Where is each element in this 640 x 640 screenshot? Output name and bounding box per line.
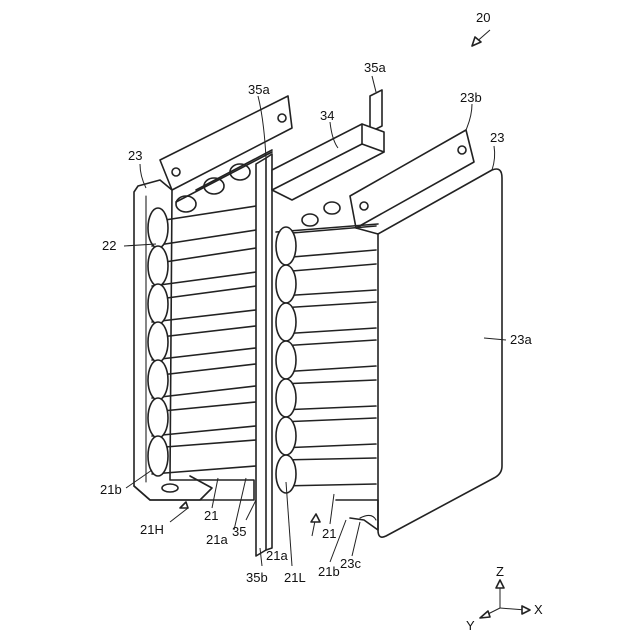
label-23-right: 23: [490, 130, 504, 145]
label-21H: 21H: [140, 522, 164, 537]
label-21a-mid: 21a: [266, 548, 288, 563]
label-21a-left: 21a: [206, 532, 228, 547]
figure-number-label: 20: [476, 10, 490, 25]
label-22: 22: [102, 238, 116, 253]
label-21b-left: 21b: [100, 482, 122, 497]
label-21b-right: 21b: [318, 564, 340, 579]
label-35a-top: 35a: [364, 60, 386, 75]
label-35b: 35b: [246, 570, 268, 585]
left-cell-stack: [148, 150, 272, 476]
foot-hole: [162, 484, 178, 492]
label-35: 35: [232, 524, 246, 539]
label-21-left: 21: [204, 508, 218, 523]
bus-bar-plate: [256, 158, 266, 556]
label-23-left: 23: [128, 148, 142, 163]
label-23a: 23a: [510, 332, 532, 347]
label-21L: 21L: [284, 570, 306, 585]
terminal-35a: [370, 90, 382, 132]
axis-x-label: X: [534, 602, 543, 617]
label-23b: 23b: [460, 90, 482, 105]
label-23c: 23c: [340, 556, 361, 571]
right-cell-stack: [276, 202, 376, 493]
axis-indicator: [480, 580, 530, 618]
label-35a: 35a: [248, 82, 270, 97]
axis-z-label: Z: [496, 564, 504, 579]
right-holder-box: [378, 169, 502, 537]
axis-y-label: Y: [466, 618, 475, 633]
label-21-right: 21: [322, 526, 336, 541]
label-34: 34: [320, 108, 334, 123]
